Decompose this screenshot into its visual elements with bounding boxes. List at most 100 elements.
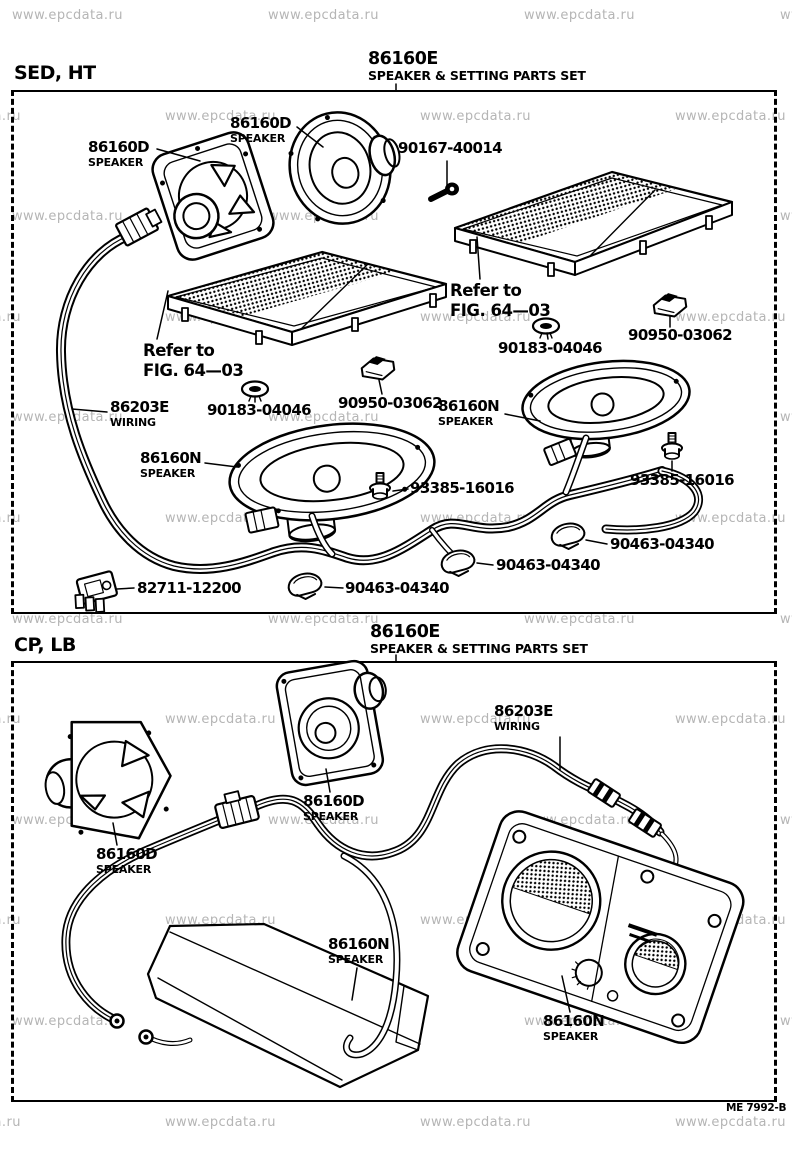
set-title-cp-lb[interactable]: 86160E SPEAKER & SETTING PARTS SET (370, 622, 588, 655)
part-label-90463-04340-center[interactable]: 90463-04340 (496, 556, 601, 574)
part-name: WIRING (110, 416, 156, 429)
part-name: WIRING (494, 720, 540, 733)
set-description: SPEAKER & SETTING PARTS SET (368, 68, 586, 83)
watermark: www.epcdata.ru (12, 8, 123, 23)
part-number[interactable]: 90463-04340 (496, 556, 601, 574)
package-tray-panel-left-art (166, 250, 448, 346)
package-tray-panel-right-art (453, 170, 734, 277)
part-number[interactable]: 86203E (494, 702, 553, 720)
watermark: www.epcdata.ru (268, 812, 379, 828)
watermark: www.epcdata.ru (524, 8, 635, 23)
part-label-86203e-wiring-2[interactable]: 86203E WIRING (494, 702, 553, 733)
bolt-art (369, 432, 683, 500)
part-number[interactable]: 86160N (328, 935, 390, 953)
part-number[interactable]: 90463-04340 (345, 579, 450, 597)
part-label-82711-12200[interactable]: 82711-12200 (137, 579, 242, 597)
part-number[interactable]: 90183-04046 (498, 339, 603, 357)
part-label-90183-04046-left[interactable]: 90183-04046 (207, 401, 312, 419)
part-number[interactable]: 82711-12200 (137, 579, 242, 597)
part-number[interactable]: 86160D (303, 792, 365, 810)
part-label-90463-04340-left[interactable]: 90463-04340 (345, 579, 450, 597)
note-line: FIG. 64—03 (143, 361, 244, 380)
front-speaker-center-art (288, 111, 401, 225)
watermark: www.epcdata.ru (675, 511, 786, 526)
part-label-86203e-wiring[interactable]: 86203E WIRING (110, 398, 169, 429)
set-title-sed-ht[interactable]: 86160E SPEAKER & SETTING PARTS SET (368, 49, 586, 83)
watermark: www.epcdata.ru (420, 108, 531, 124)
part-label-86160n-left-2[interactable]: 86160N SPEAKER (328, 935, 390, 966)
watermark: www.epcdata.ru (12, 1014, 123, 1029)
part-number[interactable]: 86160D (96, 845, 158, 863)
note-line: Refer to (450, 281, 522, 300)
part-label-86160d-front-left[interactable]: 86160D SPEAKER (88, 138, 150, 169)
part-name: SPEAKER (88, 156, 144, 169)
watermark: www.epcdata.ru (780, 410, 792, 426)
set-part-number[interactable]: 86160E (368, 49, 438, 69)
variant-label-sed-ht: SED, HT (14, 62, 96, 84)
note-line: Refer to (143, 341, 215, 360)
part-label-86160n-right-2[interactable]: 86160N SPEAKER (543, 1012, 605, 1043)
part-number[interactable]: 93385-16016 (630, 471, 735, 489)
rear-speaker-box-art (456, 810, 745, 1044)
drawing-code: ME 7992-B (726, 1102, 787, 1114)
part-label-93385-16016-right[interactable]: 93385-16016 (630, 471, 735, 489)
part-number[interactable]: 90167-40014 (398, 139, 503, 157)
note-line: FIG. 64—03 (450, 301, 551, 320)
watermark: www.epcdata.ru (420, 309, 531, 325)
part-name: SPEAKER (303, 810, 359, 823)
watermark: www.epcdata.ru (12, 611, 123, 627)
note-refer-fig-64-03-left: Refer to FIG. 64—03 (143, 341, 244, 381)
part-number[interactable]: 90950-03062 (338, 394, 443, 412)
part-number[interactable]: 86203E (110, 398, 169, 416)
part-number[interactable]: 86160D (88, 138, 150, 156)
watermark: www.epcdata.ru (524, 611, 635, 627)
part-label-93385-16016-left[interactable]: 93385-16016 (410, 479, 515, 497)
section-frame-cp-lb (11, 661, 777, 1102)
wiring-harness-2-art (61, 744, 679, 1059)
grommet-art (240, 317, 561, 402)
watermark: www.epcdata.ru (12, 209, 123, 225)
part-label-90950-03062-left[interactable]: 90950-03062 (338, 394, 443, 412)
section-frame-sed-ht (11, 90, 777, 614)
part-number[interactable]: 90463-04340 (610, 535, 715, 553)
variant-label-cp-lb: CP, LB (14, 634, 76, 656)
watermark: www.epcdata.ru (780, 8, 792, 23)
watermark: www.epcdata.ru (780, 209, 792, 225)
part-number[interactable]: 93385-16016 (410, 479, 515, 497)
watermark: www.epcdata.ru (420, 1114, 531, 1130)
part-number[interactable]: 86160N (438, 397, 500, 415)
watermark: www.epcdata.ru (780, 812, 792, 828)
watermark: www.epcdata.ru (268, 8, 379, 23)
part-label-86160d-left-2[interactable]: 86160D SPEAKER (96, 845, 158, 876)
watermark: www.epcdata.ru (0, 1114, 21, 1130)
leader-lines (71, 83, 673, 1013)
note-refer-fig-64-03-right: Refer to FIG. 64—03 (450, 281, 551, 321)
part-label-86160d-center-2[interactable]: 86160D SPEAKER (303, 792, 365, 823)
wire-clamp-art (287, 522, 586, 601)
part-number[interactable]: 86160N (543, 1012, 605, 1030)
wedge-enclosure-art (146, 922, 430, 1089)
part-label-90950-03062-right[interactable]: 90950-03062 (628, 326, 733, 344)
part-label-90167-40014[interactable]: 90167-40014 (398, 139, 503, 157)
part-label-86160n-left[interactable]: 86160N SPEAKER (140, 449, 202, 480)
watermark: www.epcdata.ru (675, 712, 786, 728)
part-label-90463-04340-right[interactable]: 90463-04340 (610, 535, 715, 553)
watermark: www.epcdata.ru (0, 511, 21, 526)
part-label-86160d-front-center[interactable]: 86160D SPEAKER (230, 114, 292, 145)
front-speaker-left-2-art (44, 720, 172, 840)
harness-connector-art (115, 207, 577, 534)
watermark: www.epcdata.ru (165, 712, 276, 728)
watermark: www.epcdata.ru (675, 1114, 786, 1130)
part-number[interactable]: 90950-03062 (628, 326, 733, 344)
watermark: www.epcdata.ru (675, 309, 786, 325)
watermark: www.epcdata.ru (0, 913, 21, 929)
part-number[interactable]: 86160N (140, 449, 202, 467)
part-number[interactable]: 86160D (230, 114, 292, 132)
screw-art (428, 182, 459, 202)
watermark: www.epcdata.ru (165, 108, 276, 124)
set-part-number[interactable]: 86160E (370, 622, 440, 642)
part-label-90183-04046-right[interactable]: 90183-04046 (498, 339, 603, 357)
part-number[interactable]: 90183-04046 (207, 401, 312, 419)
part-label-86160n-right[interactable]: 86160N SPEAKER (438, 397, 500, 428)
